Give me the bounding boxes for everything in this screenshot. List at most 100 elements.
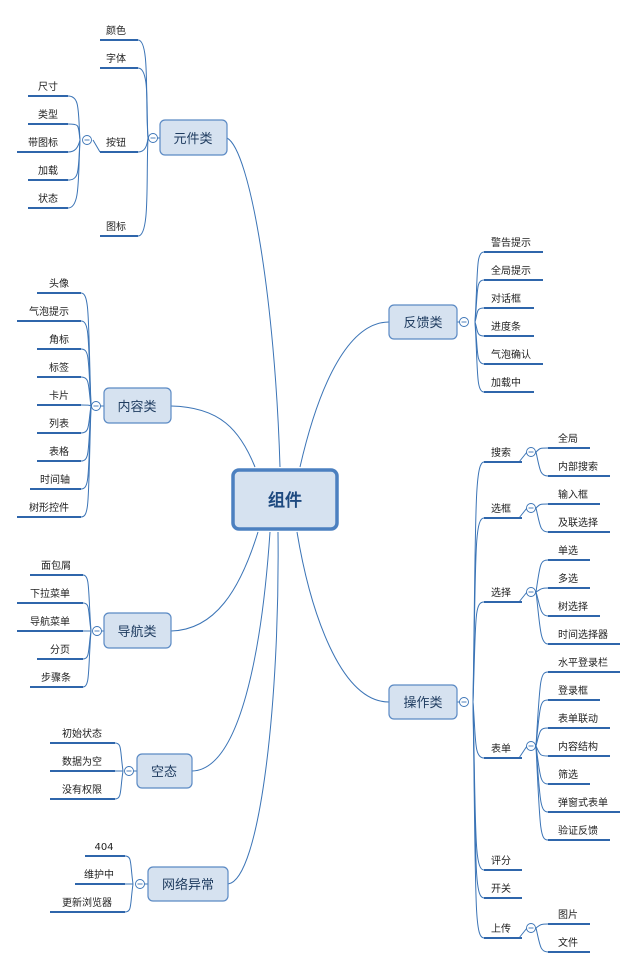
svg-text:气泡提示: 气泡提示 bbox=[29, 305, 69, 318]
leaf-ziti[interactable]: 字体 bbox=[100, 52, 138, 69]
leaf-xialacaidan[interactable]: 下拉菜单 bbox=[17, 587, 83, 604]
svg-text:空态: 空态 bbox=[151, 765, 177, 780]
branch-shangchuan[interactable]: 上传 bbox=[484, 923, 522, 939]
svg-text:对话框: 对话框 bbox=[491, 292, 521, 305]
leaf-yanzhengfankui[interactable]: 验证反馈 bbox=[548, 824, 610, 841]
leaf-kaiguan[interactable]: 开关 bbox=[484, 882, 522, 899]
leaf-neirongjiegou[interactable]: 内容结构 bbox=[548, 740, 610, 757]
shangchuan-toggle[interactable] bbox=[526, 923, 536, 933]
fankui-toggle[interactable] bbox=[459, 317, 469, 327]
leaf-biaoge[interactable]: 表格 bbox=[37, 445, 81, 462]
leaf-jiazaizhong[interactable]: 加载中 bbox=[484, 376, 534, 393]
category-caozuo-node[interactable]: 操作类 bbox=[388, 684, 458, 720]
leaf-duoxuan[interactable]: 多选 bbox=[548, 572, 590, 589]
svg-text:角标: 角标 bbox=[49, 334, 69, 346]
neirong-toggle[interactable] bbox=[91, 401, 101, 411]
leaf-tanchuangshibiaodan[interactable]: 弹窗式表单 bbox=[548, 796, 620, 813]
category-yuanjian-node[interactable]: 元件类 bbox=[159, 119, 228, 156]
leaf-touxiang[interactable]: 头像 bbox=[37, 278, 81, 294]
svg-text:单选: 单选 bbox=[558, 544, 578, 557]
leaf-qipaoqueren[interactable]: 气泡确认 bbox=[484, 348, 543, 365]
leaf-404[interactable]: 404 bbox=[85, 842, 125, 857]
leaf-quanju[interactable]: 全局 bbox=[548, 432, 590, 449]
leaf-quanjutishi[interactable]: 全局提示 bbox=[484, 264, 543, 281]
leaf-daohangcaidan[interactable]: 导航菜单 bbox=[17, 615, 83, 632]
svg-text:输入框: 输入框 bbox=[558, 488, 588, 501]
leaf-qipaotishi[interactable]: 气泡提示 bbox=[17, 305, 81, 322]
svg-text:评分: 评分 bbox=[491, 855, 511, 867]
anniu-toggle[interactable] bbox=[82, 135, 92, 145]
leaf-shuxingkongjian[interactable]: 树形控件 bbox=[17, 501, 81, 518]
leaf-jilianxuanze[interactable]: 及联选择 bbox=[548, 516, 610, 533]
leaf-duihuakuang[interactable]: 对话框 bbox=[484, 292, 534, 309]
leaf-kapian[interactable]: 卡片 bbox=[37, 389, 81, 406]
category-wangluo-node[interactable]: 网络异常 bbox=[147, 866, 229, 902]
leaf-shuipingdengrulan[interactable]: 水平登录栏 bbox=[548, 656, 620, 673]
category-daohang-node[interactable]: 导航类 bbox=[103, 612, 172, 649]
branch-anniu[interactable]: 按钮 bbox=[100, 136, 138, 153]
xuankuang-toggle[interactable] bbox=[526, 503, 536, 513]
branch-xuanze[interactable]: 选择 bbox=[484, 586, 522, 603]
leaf-buzhoutiao[interactable]: 步骤条 bbox=[30, 671, 83, 688]
daohang-toggle[interactable] bbox=[92, 626, 102, 636]
caozuo-toggle[interactable] bbox=[459, 697, 469, 707]
leaf-chushizhuangtai[interactable]: 初始状态 bbox=[50, 727, 115, 744]
leaf-danxuan[interactable]: 单选 bbox=[548, 544, 590, 561]
sousuo-toggle[interactable] bbox=[526, 447, 536, 457]
xuanze-toggle[interactable] bbox=[526, 587, 536, 597]
leaf-yanse[interactable]: 颜色 bbox=[100, 24, 138, 41]
leaf-meiyouquanxian[interactable]: 没有权限 bbox=[50, 783, 115, 800]
leaf-shujuweikong[interactable]: 数据为空 bbox=[50, 755, 115, 772]
leaf-biaodanliandong[interactable]: 表单联动 bbox=[548, 712, 610, 729]
branch-biaodan[interactable]: 表单 bbox=[484, 742, 522, 759]
leaf-liebiao[interactable]: 列表 bbox=[37, 417, 81, 434]
svg-text:步骤条: 步骤条 bbox=[41, 671, 71, 684]
svg-text:选框: 选框 bbox=[491, 502, 511, 515]
leaf-wenjian[interactable]: 文件 bbox=[548, 936, 590, 953]
caozuo-connectors bbox=[457, 447, 549, 953]
yuanjian-toggle[interactable] bbox=[148, 133, 158, 143]
svg-text:文件: 文件 bbox=[558, 936, 578, 949]
leaf-pingfen[interactable]: 评分 bbox=[484, 855, 522, 871]
leaf-leixing[interactable]: 类型 bbox=[28, 108, 68, 125]
leaf-fenye[interactable]: 分页 bbox=[37, 644, 83, 660]
leaf-tubiao[interactable]: 图标 bbox=[100, 221, 138, 237]
leaf-jindutiao[interactable]: 进度条 bbox=[484, 320, 534, 337]
leaf-daitubiao[interactable]: 带图标 bbox=[17, 137, 68, 153]
kongtai-toggle[interactable] bbox=[124, 766, 134, 776]
svg-text:搜索: 搜索 bbox=[491, 446, 511, 459]
svg-text:表单: 表单 bbox=[491, 742, 511, 755]
branch-sousuo[interactable]: 搜索 bbox=[484, 446, 522, 463]
leaf-jiaobiao[interactable]: 角标 bbox=[37, 334, 81, 350]
root-node[interactable]: 组件 bbox=[231, 468, 339, 531]
svg-text:初始状态: 初始状态 bbox=[62, 727, 102, 740]
category-daohang: 导航类 面包屑 下拉菜单 导航菜单 分页 步骤条 bbox=[17, 559, 172, 688]
leaf-biaoqian[interactable]: 标签 bbox=[37, 361, 81, 378]
category-neirong-node[interactable]: 内容类 bbox=[103, 387, 172, 424]
svg-text:标签: 标签 bbox=[49, 361, 69, 374]
svg-text:按钮: 按钮 bbox=[106, 136, 126, 149]
leaf-weihuzhong[interactable]: 维护中 bbox=[75, 868, 125, 885]
leaf-mianbaoxie[interactable]: 面包屑 bbox=[30, 559, 83, 576]
leaf-neibusousuo[interactable]: 内部搜索 bbox=[548, 460, 610, 477]
leaf-jinggaotishi[interactable]: 警告提示 bbox=[484, 236, 543, 253]
wangluo-toggle[interactable] bbox=[135, 879, 145, 889]
leaf-shaixuan[interactable]: 筛选 bbox=[548, 768, 590, 785]
leaf-shurukuang[interactable]: 输入框 bbox=[548, 488, 600, 505]
leaf-jiazai[interactable]: 加载 bbox=[28, 165, 68, 181]
leaf-zhuangtai[interactable]: 状态 bbox=[28, 192, 68, 209]
svg-text:表单联动: 表单联动 bbox=[558, 712, 598, 725]
branch-xuankuang[interactable]: 选框 bbox=[484, 502, 522, 519]
biaodan-toggle[interactable] bbox=[526, 741, 536, 751]
leaf-gengxinliulanqi[interactable]: 更新浏览器 bbox=[50, 896, 125, 913]
leaf-shijianxuanzeqi[interactable]: 时间选择器 bbox=[548, 628, 620, 645]
leaf-tupian[interactable]: 图片 bbox=[548, 908, 590, 925]
leaf-dengrukuang[interactable]: 登录框 bbox=[548, 684, 600, 701]
category-kongtai-node[interactable]: 空态 bbox=[136, 753, 193, 789]
svg-text:验证反馈: 验证反馈 bbox=[558, 824, 598, 837]
leaf-chicun[interactable]: 尺寸 bbox=[28, 80, 68, 97]
leaf-shuxuanze[interactable]: 树选择 bbox=[548, 600, 600, 617]
category-fankui-node[interactable]: 反馈类 bbox=[388, 304, 458, 340]
leaf-shijianzhou[interactable]: 时间轴 bbox=[30, 473, 81, 490]
